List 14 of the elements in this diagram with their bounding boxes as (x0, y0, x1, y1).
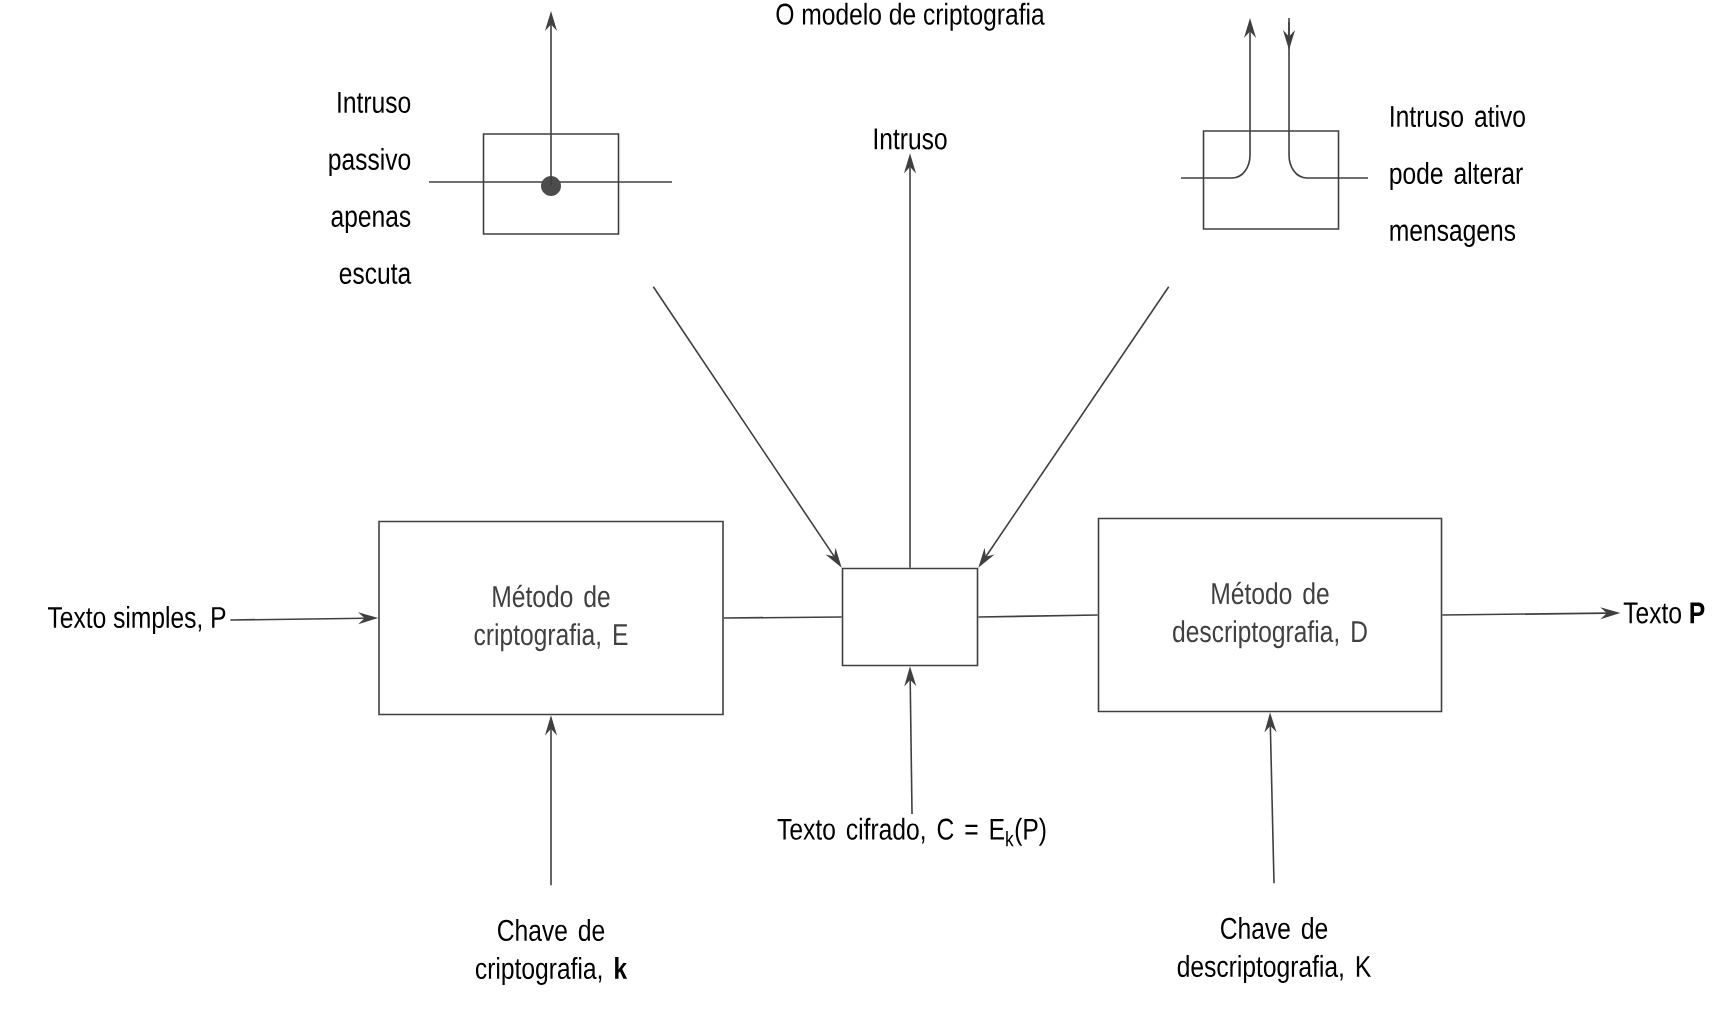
node-label: Intruso ativo pode alterar mensagens (1390, 105, 1525, 247)
intruder-box: Intruso passivo apenas escuta (329, 92, 620, 284)
label-text: Intruso (874, 128, 947, 150)
label-text: Texto cifrado, C = E$_{k}$(P) (777, 817, 1046, 847)
channel-box (841, 567, 979, 667)
label-text: Texto simples, P (48, 606, 226, 634)
label-text: Chave de criptografia, k (475, 919, 628, 985)
process-box: Método de descriptografia, D (1097, 517, 1443, 713)
process-box: Método de criptografia, E (378, 520, 724, 716)
label-text: Chave de descriptografia, K (1177, 917, 1371, 983)
node-label: Intruso passivo apenas escuta (329, 92, 412, 284)
title: O modelo de criptografia (776, 2, 1045, 31)
intruder-box: Intruso ativo pode alterar mensagens (1202, 105, 1525, 247)
label-text: Texto P (1623, 602, 1705, 624)
